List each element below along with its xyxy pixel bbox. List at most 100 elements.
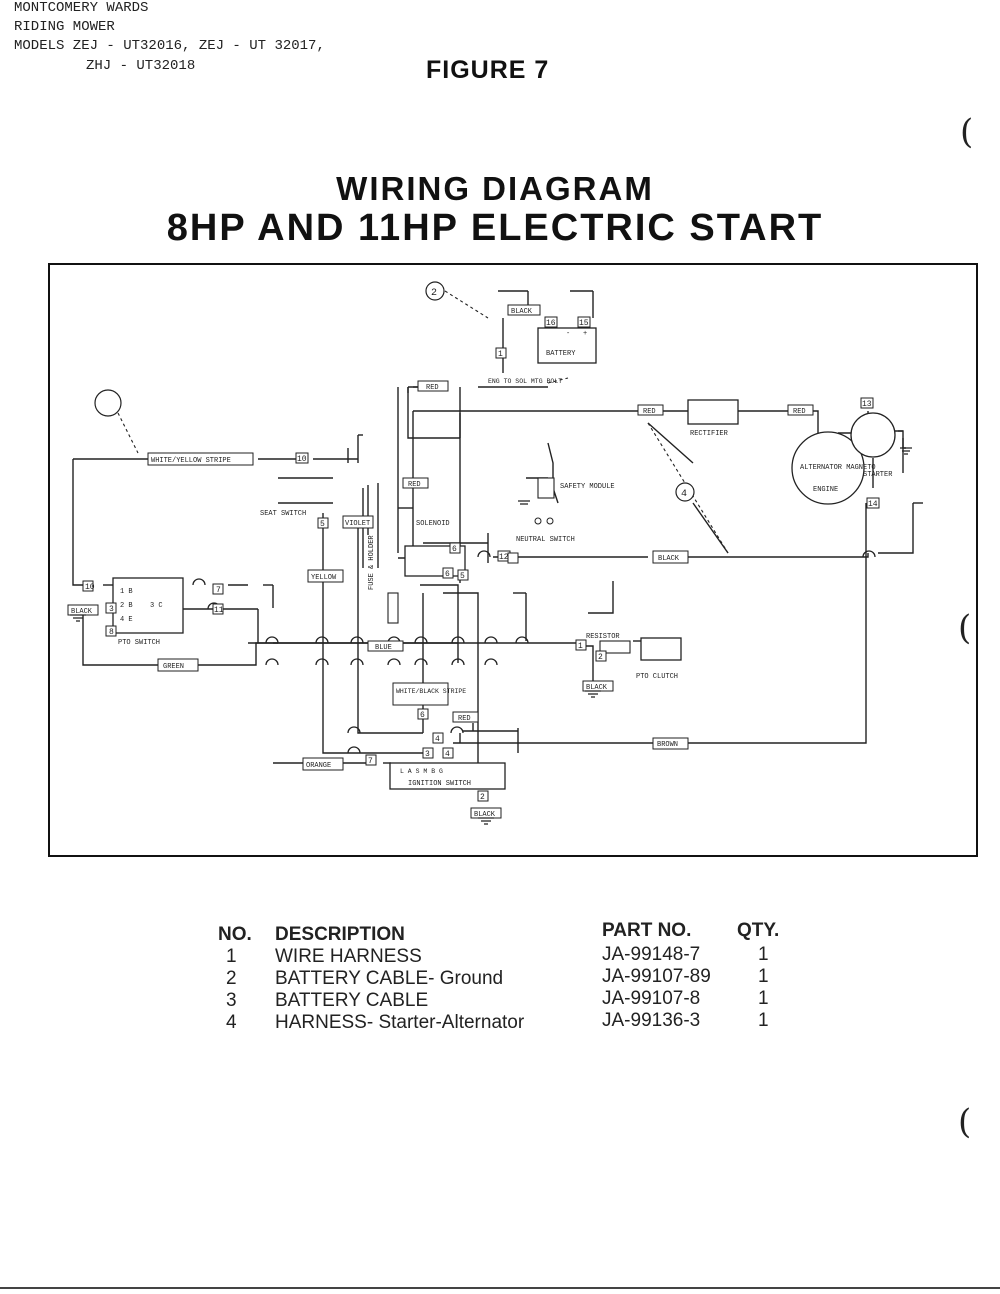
- wire-crossovers: [192, 550, 876, 754]
- ground-symbols: [70, 447, 912, 825]
- safety-module-label: SAFETY MODULE: [560, 483, 615, 491]
- diagram-subtitle: 8HP AND 11HP ELECTRIC START: [166, 207, 824, 249]
- label-brown: BROWN: [657, 741, 678, 749]
- header-part-no: PART NO.: [602, 920, 692, 941]
- row-4-no: 4: [226, 1012, 237, 1033]
- label-violet: VIOLET: [345, 520, 370, 528]
- solenoid-label: SOLENOID: [416, 520, 450, 528]
- resistor-label: RESISTOR: [586, 633, 620, 641]
- svg-text:+: +: [583, 330, 587, 338]
- pto-terminal-1: 1 B: [120, 588, 133, 596]
- pto-switch: 1 B 2 B 3 C 4 E PTO SWITCH: [112, 577, 184, 647]
- pto-switch-label: PTO SWITCH: [118, 639, 160, 647]
- num-6: 6: [452, 545, 457, 554]
- header-line-4: ZHJ - UT32018: [86, 58, 196, 74]
- label-white-black-stripe: WHITE/BLACK STRIPE: [396, 688, 466, 695]
- num-12: 12: [499, 553, 509, 562]
- num-3-b: 3: [425, 750, 430, 759]
- num-6-b: 6: [445, 570, 450, 579]
- label-white-yellow-stripe: WHITE/YELLOW STRIPE: [151, 457, 231, 465]
- num-10: 10: [85, 583, 95, 592]
- rectifier: RECTIFIER: [687, 399, 739, 438]
- label-black-bottom: BLACK: [474, 811, 496, 819]
- num-13: 13: [862, 400, 872, 409]
- row-4-description: HARNESS- Starter-Alternator: [275, 1012, 525, 1033]
- header-line-1: MONTCOMERY WARDS: [14, 0, 149, 16]
- num-8: 8: [109, 628, 114, 637]
- num-1-b: 1: [578, 642, 583, 651]
- num-6-c: 6: [420, 711, 425, 720]
- leader-lines: [117, 290, 729, 554]
- num-4-b: 4: [445, 750, 450, 759]
- row-1-part-no: JA-99148-7: [602, 944, 701, 965]
- num-5: 5: [320, 520, 325, 529]
- svg-text:-: -: [566, 330, 570, 338]
- pto-terminal-2: 2 B: [120, 602, 133, 610]
- num-3: 3: [109, 605, 114, 614]
- row-1-qty: 1: [758, 944, 769, 965]
- label-black-left: BLACK: [71, 608, 93, 616]
- page-bottom-edge: [0, 1287, 1000, 1289]
- wiring-diagram: BATTERY - + RECTIFIER ALTERNATOR MAGNETO…: [48, 263, 978, 857]
- label-red-top: RED: [426, 384, 439, 392]
- wire-lines: [72, 290, 923, 818]
- label-red-r1: RED: [643, 408, 656, 416]
- num-5-b: 5: [460, 572, 465, 581]
- num-11: 11: [214, 606, 224, 615]
- rectifier-label: RECTIFIER: [690, 430, 729, 438]
- header-qty: QTY.: [737, 920, 780, 941]
- seat-switch: SEAT SWITCH: [260, 510, 306, 518]
- label-red-mid: RED: [408, 481, 421, 489]
- alternator-magneto: ALTERNATOR MAGNETO ENGINE: [791, 431, 876, 505]
- diagram-title: WIRING DIAGRAM: [336, 170, 654, 207]
- row-3-qty: 1: [758, 988, 769, 1009]
- header-description: DESCRIPTION: [275, 924, 405, 945]
- resistor: RESISTOR: [586, 633, 631, 654]
- header-no: NO.: [218, 924, 252, 945]
- label-blue: BLUE: [375, 644, 392, 652]
- num-10-top: 10: [297, 455, 307, 464]
- neutral-switch: NEUTRAL SWITCH: [516, 517, 575, 544]
- battery-note: ENG TO SOL MTG BOLT: [488, 378, 562, 385]
- label-black-top: BLACK: [511, 308, 533, 316]
- label-black-mid: BLACK: [658, 555, 680, 563]
- punch-mark-bottom: (: [958, 1102, 972, 1142]
- pto-terminal-3: 3 C: [150, 602, 163, 610]
- label-green: GREEN: [163, 663, 184, 671]
- label-red-bottom: RED: [458, 715, 471, 723]
- label-yellow: YELLOW: [311, 574, 337, 582]
- label-red-r2: RED: [793, 408, 806, 416]
- wire-color-labels: BLACK RED RED RED WHITE/YELLOW STRIPE VI…: [67, 304, 814, 819]
- num-4: 4: [435, 735, 440, 744]
- label-orange: ORANGE: [306, 762, 331, 770]
- row-2-part-no: JA-99107-89: [602, 966, 711, 987]
- ignition-switch-label: IGNITION SWITCH: [408, 780, 471, 788]
- row-4-qty: 1: [758, 1010, 769, 1031]
- pto-terminal-4: 4 E: [120, 616, 133, 624]
- diagram-frame: [48, 263, 978, 857]
- punch-mark-middle: (: [958, 608, 972, 648]
- num-1: 1: [498, 350, 503, 359]
- punch-mark-top: (: [960, 112, 974, 152]
- pto-clutch: PTO CLUTCH: [636, 637, 682, 681]
- fuse-holder: FUSE & HOLDER: [368, 535, 399, 624]
- row-2-no: 2: [226, 968, 237, 989]
- seat-switch-label: SEAT SWITCH: [260, 510, 306, 518]
- battery: BATTERY - +: [537, 327, 597, 364]
- battery-label: BATTERY: [546, 350, 576, 358]
- row-4-part-no: JA-99136-3: [602, 1010, 701, 1031]
- terminal-numbers: 10 3 8 7 11 10 5 12 6 6 13 14 16 15 1 1 …: [82, 316, 880, 802]
- battery-note-label: ENG TO SOL MTG BOLT: [488, 378, 562, 385]
- num-2-b: 2: [598, 653, 603, 662]
- header-line-2: RIDING MOWER: [14, 19, 115, 35]
- callouts: 2 4: [94, 281, 695, 502]
- num-2: 2: [480, 793, 485, 802]
- alternator-label: ALTERNATOR MAGNETO: [800, 464, 876, 472]
- row-1-no: 1: [226, 946, 237, 967]
- num-15: 15: [579, 319, 589, 328]
- figure-label: FIGURE 7: [426, 56, 550, 84]
- callout-4: 4: [681, 489, 687, 500]
- ignition-terminals: L A S M B G: [400, 768, 443, 775]
- fuse-holder-label: FUSE & HOLDER: [368, 535, 376, 590]
- callout-2: 2: [431, 288, 437, 299]
